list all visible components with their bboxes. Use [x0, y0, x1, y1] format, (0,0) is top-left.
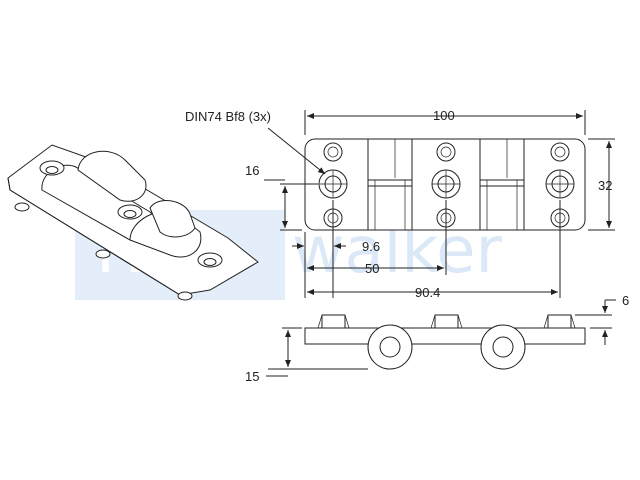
- extension-lines-height: [588, 138, 615, 231]
- hole-centerlines: [319, 170, 574, 198]
- dimension-90-4-label: 90.4: [415, 285, 440, 300]
- dimension-6-label: 6: [622, 293, 629, 308]
- dimension-16-label: 16: [245, 163, 259, 178]
- hinge-plate-edge: [9, 189, 181, 296]
- top-view: 100 DIN74 Bf8 (3x) 32 16 9.6 50 90.4: [185, 108, 615, 300]
- side-knuckle-pin: [492, 336, 514, 358]
- knuckle-lines: [374, 139, 518, 230]
- small-hole: [323, 142, 343, 162]
- dimension-height-label: 32: [598, 178, 612, 193]
- extension-lines-16: [280, 183, 318, 231]
- side-boss-chamfers: [317, 314, 576, 329]
- hinge-foot: [177, 291, 193, 301]
- hinge-foot: [95, 249, 111, 259]
- knuckle-band: [479, 138, 525, 231]
- isometric-hinge-view: [7, 144, 259, 301]
- knuckle-split: [368, 179, 524, 187]
- hinge-hole-inner: [203, 258, 217, 266]
- side-view-plate: [304, 327, 586, 345]
- side-boss: [547, 314, 572, 329]
- extension-lines-horizontal: [304, 200, 561, 298]
- small-hole-inner: [554, 146, 566, 158]
- small-hole: [550, 142, 570, 162]
- hinge-hole-inner: [123, 210, 137, 218]
- dimension-width-label: 100: [433, 108, 455, 123]
- dimension-15-label: 15: [245, 369, 259, 384]
- hinge-knuckle: [77, 150, 147, 202]
- knuckle-band: [367, 138, 413, 231]
- side-view: 6 15: [245, 293, 629, 384]
- callout-label: DIN74 Bf8 (3x): [185, 109, 271, 124]
- extension-lines-15: [268, 327, 368, 370]
- side-knuckle-pin: [379, 336, 401, 358]
- dimension-9-6-label: 9.6: [362, 239, 380, 254]
- small-hole: [436, 142, 456, 162]
- dimension-50-label: 50: [365, 261, 379, 276]
- side-boss: [321, 314, 346, 329]
- hinge-plate-edge-left: [7, 177, 11, 191]
- hinge-hole-inner: [45, 166, 59, 174]
- extension-lines-width: [304, 110, 586, 135]
- hinge-foot: [14, 202, 30, 212]
- extension-lines-6: [575, 314, 612, 329]
- side-boss: [434, 314, 459, 329]
- hinge-knuckle: [149, 199, 196, 238]
- callout-leader: [267, 127, 326, 175]
- small-hole-inner: [327, 146, 339, 158]
- small-hole-inner: [440, 146, 452, 158]
